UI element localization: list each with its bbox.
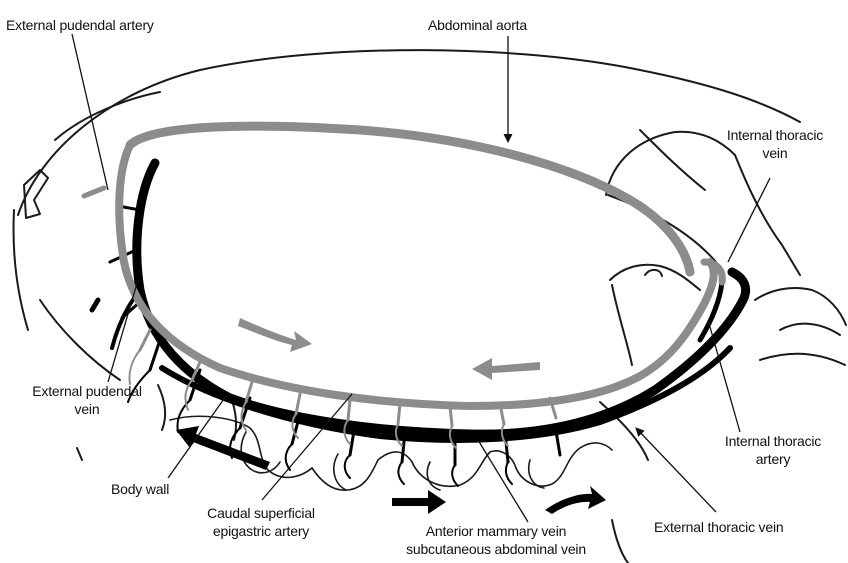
label-internal-thoracic-vein-line1: Internal thoracic xyxy=(704,126,846,144)
leader-internal-thoracic-artery xyxy=(708,320,740,432)
label-external-pudendal-artery: External pudendal artery xyxy=(6,16,154,34)
label-abdominal-aorta: Abdominal aorta xyxy=(428,16,527,34)
label-caudal-superficial-epigastric-artery-line1: Caudal superficial xyxy=(178,504,344,522)
label-external-pudendal-vein: External pudendal vein xyxy=(4,382,170,418)
label-anterior-mammary-vein: Anterior mammary vein subcutaneous abdom… xyxy=(384,522,608,558)
label-external-pudendal-vein-line2: vein xyxy=(4,400,170,418)
label-internal-thoracic-vein: Internal thoracic vein xyxy=(704,126,846,162)
label-internal-thoracic-vein-line2: vein xyxy=(704,144,846,162)
leader-body-wall xyxy=(168,396,226,478)
label-subcutaneous-abdominal-vein-line2: subcutaneous abdominal vein xyxy=(384,540,608,558)
artery-network xyxy=(84,126,722,448)
artery-flow-arrow-right xyxy=(472,358,540,380)
vein-flow-arrow-mammary xyxy=(392,490,446,514)
leader-internal-thoracic-vein xyxy=(728,178,770,262)
artery-flow-arrows xyxy=(238,318,540,380)
label-external-pudendal-vein-line1: External pudendal xyxy=(4,382,170,400)
label-caudal-superficial-epigastric-artery: Caudal superficial epigastric artery xyxy=(178,504,344,540)
label-internal-thoracic-artery-line1: Internal thoracic xyxy=(700,432,846,450)
leader-lines xyxy=(72,34,770,522)
label-external-thoracic-vein: External thoracic vein xyxy=(654,518,783,536)
label-caudal-superficial-epigastric-artery-line2: epigastric artery xyxy=(178,522,344,540)
label-internal-thoracic-artery: Internal thoracic artery xyxy=(700,432,846,468)
label-body-wall: Body wall xyxy=(111,480,169,498)
label-anterior-mammary-vein-line1: Anterior mammary vein xyxy=(384,522,608,540)
label-internal-thoracic-artery-line2: artery xyxy=(700,450,846,468)
leader-external-pudendal-vein xyxy=(108,280,138,382)
vein-flow-arrow-caudal xyxy=(176,426,270,470)
vein-flow-arrow-cranial xyxy=(545,486,606,514)
artery-flow-arrow-left xyxy=(238,318,312,352)
